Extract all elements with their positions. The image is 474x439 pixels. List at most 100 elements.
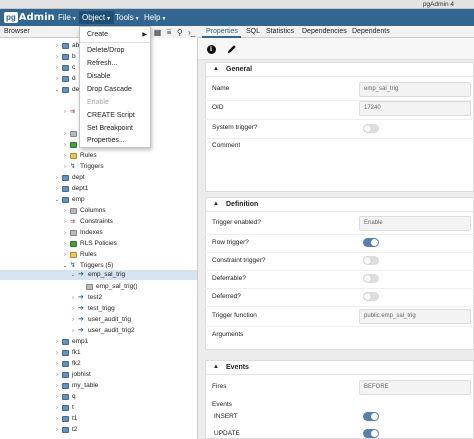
- tree-node[interactable]: ›⇉Constraints: [62, 217, 113, 227]
- chevron-right-icon[interactable]: ›: [72, 317, 74, 323]
- chevron-right-icon[interactable]: ›: [56, 350, 58, 356]
- menu-item-set-breakpoint[interactable]: Set Breakpoint: [87, 125, 133, 132]
- tree-node[interactable]: ›Indexes: [62, 228, 103, 238]
- tree-node[interactable]: ›dept1: [54, 184, 88, 194]
- chevron-right-icon[interactable]: ›: [56, 394, 58, 400]
- tree-node[interactable]: ›c: [54, 63, 75, 73]
- chevron-down-icon[interactable]: ⌄: [62, 263, 68, 269]
- menu-item-create-script[interactable]: CREATE Script: [87, 112, 135, 119]
- chevron-right-icon[interactable]: ›: [56, 405, 58, 411]
- chevron-right-icon[interactable]: ›: [56, 186, 58, 192]
- chevron-right-icon[interactable]: ›: [56, 416, 58, 422]
- chevron-right-icon[interactable]: ›: [64, 252, 66, 258]
- section-header[interactable]: ▲ Events: [206, 361, 473, 375]
- chevron-right-icon[interactable]: ›: [64, 142, 66, 148]
- table-grid-icon[interactable]: ▦: [153, 27, 162, 37]
- menu-item-properties[interactable]: Properties...: [87, 137, 125, 144]
- query-tool-icon[interactable]: ›_: [188, 27, 196, 37]
- tree-node[interactable]: ›➔user_audit_trig: [70, 315, 131, 325]
- menu-help[interactable]: Help▼: [141, 11, 169, 24]
- chevron-right-icon[interactable]: ›: [72, 328, 74, 334]
- update-toggle[interactable]: [363, 429, 379, 438]
- chevron-down-icon[interactable]: ⌄: [54, 87, 60, 93]
- tree-node-selected[interactable]: ⌄➔emp_sal_trig: [0, 270, 197, 280]
- menu-object[interactable]: Object▼: [79, 11, 115, 24]
- section-header[interactable]: ▲ Definition: [206, 198, 473, 212]
- chevron-right-icon[interactable]: ›: [56, 175, 58, 181]
- menu-item-create[interactable]: Create: [87, 31, 149, 38]
- tab-dependencies[interactable]: Dependencies: [302, 28, 347, 35]
- tree-node[interactable]: ⌄de: [54, 85, 79, 95]
- chevron-right-icon[interactable]: ›: [64, 230, 66, 236]
- tree-node[interactable]: ›⇉: [62, 107, 80, 117]
- chevron-right-icon[interactable]: ›: [72, 306, 74, 312]
- chevron-right-icon[interactable]: ›: [64, 153, 66, 159]
- chevron-right-icon[interactable]: ›: [56, 76, 58, 82]
- system-trigger-toggle[interactable]: [363, 124, 379, 133]
- tree-node[interactable]: ›q: [54, 392, 76, 402]
- chevron-right-icon[interactable]: ›: [56, 54, 58, 60]
- tab-dependents[interactable]: Dependents: [352, 28, 390, 35]
- menu-file[interactable]: File▼: [55, 11, 80, 24]
- chevron-right-icon[interactable]: ›: [64, 219, 66, 225]
- tree-node[interactable]: ›emp1: [54, 337, 88, 347]
- trigger-function-select[interactable]: public.emp_sal_trig: [359, 309, 471, 324]
- chevron-right-icon[interactable]: ›: [56, 43, 58, 49]
- chevron-down-icon[interactable]: ⌄: [54, 197, 60, 203]
- edit-button[interactable]: [225, 42, 239, 56]
- tree-node[interactable]: ›RLS Policies: [62, 239, 117, 249]
- menu-item-disable[interactable]: Disable: [87, 73, 110, 80]
- chevron-right-icon[interactable]: ›: [56, 339, 58, 345]
- tree-node[interactable]: ›➔test_trigg: [70, 304, 115, 314]
- tree-node[interactable]: ›jobhist: [54, 370, 91, 380]
- fires-select[interactable]: BEFORE: [359, 380, 471, 395]
- tree-node[interactable]: ›fk1: [54, 348, 81, 358]
- tree-node[interactable]: ›t: [54, 403, 74, 413]
- chevron-right-icon[interactable]: ›: [64, 241, 66, 247]
- chevron-right-icon[interactable]: ›: [64, 109, 66, 115]
- tab-properties[interactable]: Properties: [206, 28, 238, 35]
- tree-node[interactable]: ›t1: [54, 414, 77, 424]
- chevron-down-icon[interactable]: ⌄: [70, 272, 76, 278]
- deferred-toggle[interactable]: [363, 292, 379, 301]
- menu-item-refresh[interactable]: Refresh...: [87, 60, 117, 67]
- chevron-right-icon[interactable]: ›: [64, 164, 66, 170]
- tree-node[interactable]: ⌄emp: [54, 195, 85, 205]
- tree-node[interactable]: ›d: [54, 74, 76, 84]
- tree-node[interactable]: ›t2: [54, 425, 77, 435]
- tree-node[interactable]: ›Rules: [62, 151, 97, 161]
- search-icon[interactable]: ⚲: [176, 27, 183, 37]
- tree-node[interactable]: ›my_table: [54, 381, 98, 391]
- info-button[interactable]: i: [204, 42, 218, 56]
- chevron-right-icon[interactable]: ›: [64, 208, 66, 214]
- menu-tools[interactable]: Tools▼: [112, 11, 143, 24]
- constraint-trigger-toggle[interactable]: [363, 256, 379, 265]
- filter-rows-icon[interactable]: ⩸: [166, 27, 172, 36]
- chevron-right-icon[interactable]: ›: [56, 427, 58, 433]
- tree-node[interactable]: ›: [62, 129, 80, 139]
- oid-field[interactable]: 17240: [359, 101, 471, 116]
- chevron-right-icon[interactable]: ›: [72, 295, 74, 301]
- tree-node[interactable]: ›dept: [54, 173, 85, 183]
- row-trigger-toggle[interactable]: [363, 238, 379, 247]
- section-header[interactable]: ▲ General: [206, 63, 473, 77]
- tree-node[interactable]: ›Columns: [62, 206, 106, 216]
- tree-node[interactable]: ›↯Triggers: [62, 162, 103, 172]
- tree-node[interactable]: ›fk2: [54, 359, 81, 369]
- chevron-right-icon[interactable]: ›: [56, 361, 58, 367]
- menu-item-drop-cascade[interactable]: Drop Cascade: [87, 86, 132, 93]
- deferrable-toggle[interactable]: [363, 274, 379, 283]
- tab-statistics[interactable]: Statistics: [266, 28, 295, 35]
- name-field[interactable]: emp_sal_trig: [359, 82, 471, 97]
- tree-node[interactable]: ›Rules: [62, 250, 97, 260]
- trigger-enabled-select[interactable]: Enable: [359, 216, 471, 231]
- menu-item-delete-drop[interactable]: Delete/Drop: [87, 47, 124, 54]
- insert-toggle[interactable]: [363, 412, 379, 421]
- chevron-right-icon[interactable]: ›: [56, 372, 58, 378]
- tree-node[interactable]: ›: [62, 140, 80, 150]
- chevron-right-icon[interactable]: ›: [56, 65, 58, 71]
- tab-sql[interactable]: SQL: [246, 28, 261, 35]
- tree-node[interactable]: ›➔user_audit_trig2: [70, 326, 134, 336]
- tree-node[interactable]: ⌄↯Triggers (5): [62, 261, 113, 271]
- tree-node[interactable]: ›➔test2: [70, 293, 102, 303]
